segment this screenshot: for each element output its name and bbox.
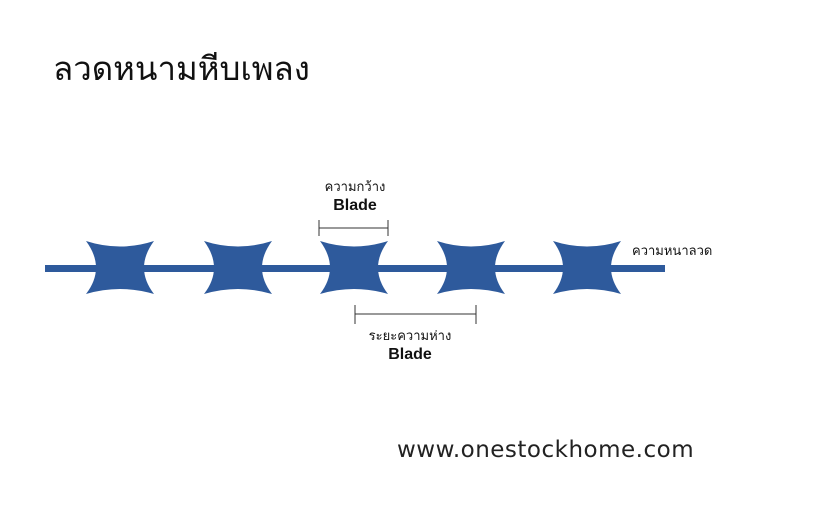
blade-width-label: ความกว้าง Blade xyxy=(300,180,410,216)
blade-spacing-english: Blade xyxy=(388,346,432,363)
blade-width-english: Blade xyxy=(333,197,377,214)
wire-thickness-label: ความหนาลวด xyxy=(632,244,713,259)
blade-spacing-dimension xyxy=(354,305,477,324)
blade-shape xyxy=(320,241,388,294)
blade-shape xyxy=(86,241,154,294)
blade-width-thai: ความกว้าง xyxy=(324,180,386,195)
blade-spacing-label: ระยะความห่าง Blade xyxy=(340,329,480,365)
page-title: ลวดหนามหีบเพลง xyxy=(53,49,310,88)
website-url: www.onestockhome.com xyxy=(397,437,695,463)
blade-shape xyxy=(204,241,272,294)
blade-shape xyxy=(437,241,505,294)
blade-spacing-thai: ระยะความห่าง xyxy=(368,329,452,344)
blade-shape xyxy=(553,241,621,294)
blade-width-dimension xyxy=(318,220,389,236)
